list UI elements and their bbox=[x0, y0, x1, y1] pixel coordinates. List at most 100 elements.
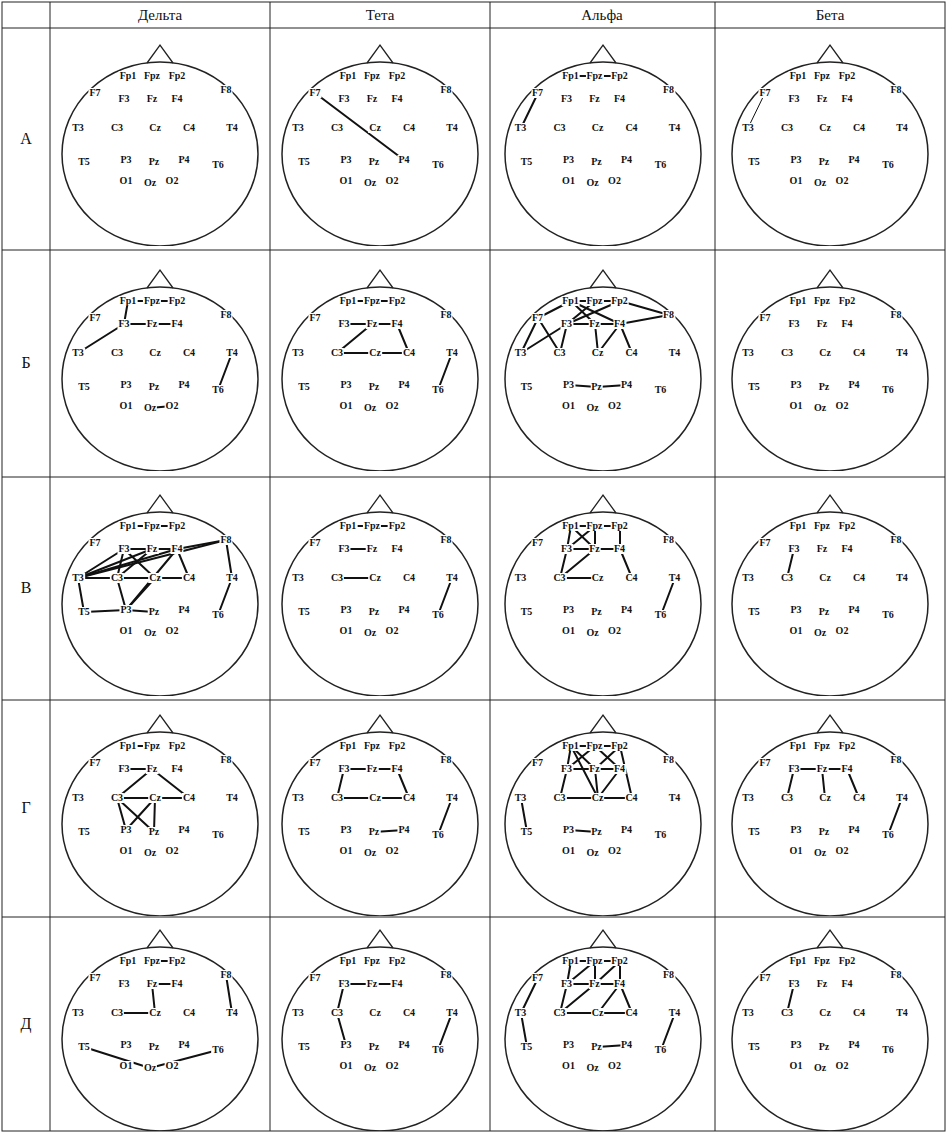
electrode-label: Cz bbox=[148, 573, 162, 583]
electrode-label: C3 bbox=[110, 793, 124, 803]
electrode-label: Fpz bbox=[585, 956, 603, 966]
electrode-label: C4 bbox=[182, 123, 196, 133]
electrode-label: T3 bbox=[71, 573, 85, 583]
electrode-label: Fp2 bbox=[610, 296, 629, 306]
electrode-label: Cz bbox=[368, 1008, 382, 1018]
electrode-label: T3 bbox=[741, 1008, 755, 1018]
electrode-label: T3 bbox=[514, 793, 528, 803]
electrode-label: P3 bbox=[562, 605, 575, 615]
eeg-head: Fp1FpzFp2F7F3FzF4F8T3C3CzC4T4T5P3PzP4T6O… bbox=[275, 261, 485, 471]
electrode-label: T4 bbox=[445, 1008, 459, 1018]
electrode-label: Fp2 bbox=[168, 521, 187, 531]
electrode-label: F4 bbox=[613, 319, 626, 329]
electrode-label: T3 bbox=[291, 348, 305, 358]
electrode-label: O2 bbox=[835, 1061, 850, 1071]
electrode-label: C4 bbox=[624, 123, 638, 133]
electrode-label: O2 bbox=[607, 846, 622, 856]
electrode-label: Pz bbox=[368, 1042, 381, 1052]
electrode-label: Fpz bbox=[813, 521, 831, 531]
electrode-label: Pz bbox=[818, 607, 831, 617]
electrode-label: P4 bbox=[620, 605, 633, 615]
electrode-label: Cz bbox=[148, 1008, 162, 1018]
electrode-label: P3 bbox=[789, 1040, 802, 1050]
electrode-label: T5 bbox=[77, 827, 91, 837]
electrode-label: P3 bbox=[339, 605, 352, 615]
head-outline bbox=[55, 36, 265, 246]
electrode-label: Fz bbox=[366, 94, 379, 104]
electrode-label: O2 bbox=[835, 626, 850, 636]
electrode-label: T6 bbox=[211, 160, 225, 170]
electrode-label: F4 bbox=[390, 544, 403, 554]
electrode-label: Fp2 bbox=[610, 741, 629, 751]
electrode-label: P3 bbox=[789, 825, 802, 835]
electrode-label: F8 bbox=[662, 970, 675, 980]
electrode-label: F4 bbox=[840, 94, 853, 104]
electrode-label: Fp2 bbox=[838, 71, 857, 81]
electrode-label: T6 bbox=[654, 160, 668, 170]
electrode-label: P3 bbox=[119, 1040, 132, 1050]
electrode-label: O1 bbox=[561, 176, 576, 186]
electrode-label: Oz bbox=[143, 178, 157, 188]
electrode-label: T5 bbox=[747, 607, 761, 617]
electrode-label: T4 bbox=[225, 573, 239, 583]
electrode-label: T4 bbox=[668, 573, 682, 583]
electrode-label: Cz bbox=[368, 573, 382, 583]
electrode-label: C4 bbox=[624, 793, 638, 803]
electrode-label: F7 bbox=[531, 538, 544, 548]
electrode-label: T3 bbox=[71, 123, 85, 133]
electrode-label: F4 bbox=[390, 319, 403, 329]
head-outline bbox=[275, 261, 485, 471]
electrode-label: O1 bbox=[339, 176, 354, 186]
electrode-label: P4 bbox=[177, 605, 190, 615]
electrode-label: P3 bbox=[339, 380, 352, 390]
electrode-label: Fp1 bbox=[119, 521, 138, 531]
electrode-label: F7 bbox=[531, 88, 544, 98]
electrode-label: O2 bbox=[607, 176, 622, 186]
row-label: Б bbox=[21, 354, 30, 372]
electrode-label: Fz bbox=[146, 979, 159, 989]
electrode-label: Fz bbox=[146, 319, 159, 329]
electrode-label: Fp1 bbox=[339, 956, 358, 966]
electrode-label: Cz bbox=[591, 348, 605, 358]
electrode-label: T3 bbox=[741, 793, 755, 803]
electrode-label: T5 bbox=[77, 1042, 91, 1052]
electrode-label: O2 bbox=[385, 846, 400, 856]
electrode-label: P3 bbox=[339, 155, 352, 165]
electrode-label: Oz bbox=[363, 178, 377, 188]
electrode-label: C3 bbox=[330, 573, 344, 583]
electrode-label: Fp2 bbox=[838, 741, 857, 751]
eeg-head: Fp1FpzFp2F7F3FzF4F8T3C3CzC4T4T5P3PzP4T6O… bbox=[725, 486, 935, 696]
electrode-label: O2 bbox=[385, 1061, 400, 1071]
electrode-label: Fp1 bbox=[789, 296, 808, 306]
electrode-label: Fpz bbox=[585, 741, 603, 751]
row-label: Д bbox=[21, 1015, 32, 1033]
electrode-label: C4 bbox=[852, 123, 866, 133]
electrode-label: P4 bbox=[620, 155, 633, 165]
electrode-label: O1 bbox=[339, 626, 354, 636]
head-outline bbox=[275, 486, 485, 696]
electrode-label: Fz bbox=[816, 94, 829, 104]
electrode-label: C3 bbox=[330, 793, 344, 803]
electrode-label: Cz bbox=[591, 123, 605, 133]
electrode-label: O1 bbox=[789, 626, 804, 636]
head-outline bbox=[725, 921, 935, 1131]
electrode-label: F7 bbox=[88, 88, 101, 98]
electrode-label: Oz bbox=[143, 1063, 157, 1073]
electrode-label: C3 bbox=[330, 1008, 344, 1018]
electrode-label: P3 bbox=[562, 155, 575, 165]
electrode-label: P4 bbox=[397, 605, 410, 615]
electrode-label: F7 bbox=[88, 758, 101, 768]
eeg-head: Fp1FpzFp2F7F3FzF4F8T3C3CzC4T4T5P3PzP4T6O… bbox=[275, 36, 485, 246]
electrode-label: Fp2 bbox=[388, 71, 407, 81]
head-outline bbox=[498, 706, 708, 916]
eeg-head: Fp1FpzFp2F7F3FzF4F8T3C3CzC4T4T5P3PzP4T6O… bbox=[275, 706, 485, 916]
electrode-label: O1 bbox=[119, 176, 134, 186]
electrode-label: O2 bbox=[165, 401, 180, 411]
electrode-label: P4 bbox=[177, 1040, 190, 1050]
electrode-label: T5 bbox=[747, 827, 761, 837]
electrode-label: P4 bbox=[847, 155, 860, 165]
electrode-label: Pz bbox=[368, 157, 381, 167]
electrode-label: C4 bbox=[402, 793, 416, 803]
electrode-label: F3 bbox=[560, 319, 573, 329]
